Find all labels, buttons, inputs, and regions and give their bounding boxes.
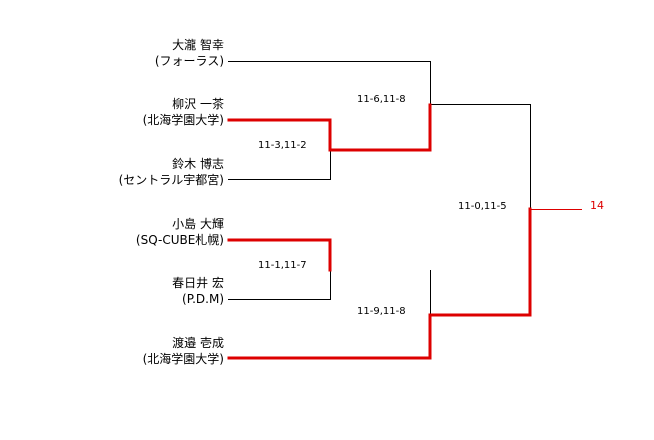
player-5-label: 春日井 宏 (P.D.M) [172,275,224,307]
result-label: 14 [590,199,604,212]
player-3-team: (セントラル宇都宮) [118,173,224,187]
player-4-name: 小島 大輝 [172,217,224,231]
player-3-label: 鈴木 博志 (セントラル宇都宮) [119,156,224,188]
player-1-name: 大瀧 智幸 [172,38,224,52]
score-r1-bottom: 11-1,11-7 [258,260,307,271]
winner-path-player-4 [227,238,332,272]
score-sf-bottom: 11-9,11-8 [357,306,406,317]
player-4-label: 小島 大輝 (SQ-CUBE札幌) [136,216,224,248]
score-final: 11-0,11-5 [458,201,507,212]
player-2-team: (北海学園大学) [142,113,224,127]
player-5-team: (P.D.M) [182,292,224,306]
player-1-team: (フォーラス) [154,54,224,68]
player-4-team: (SQ-CUBE札幌) [135,233,224,247]
player-6-team: (北海学園大学) [142,352,224,366]
player-6-label: 渡邉 壱成 (北海学園大学) [143,335,224,367]
score-sf-top: 11-6,11-8 [357,94,406,105]
player-5-name: 春日井 宏 [172,276,224,290]
player-6-name: 渡邉 壱成 [172,336,224,350]
player-3-name: 鈴木 博志 [172,157,224,171]
winner-path-player-2 [227,103,432,152]
player-1-label: 大瀧 智幸 (フォーラス) [155,37,224,69]
player-2-label: 柳沢 一茶 (北海学園大学) [143,96,224,128]
winner-path-player-6 [227,207,532,360]
player-2-name: 柳沢 一茶 [172,97,224,111]
score-r1-top: 11-3,11-2 [258,140,307,151]
